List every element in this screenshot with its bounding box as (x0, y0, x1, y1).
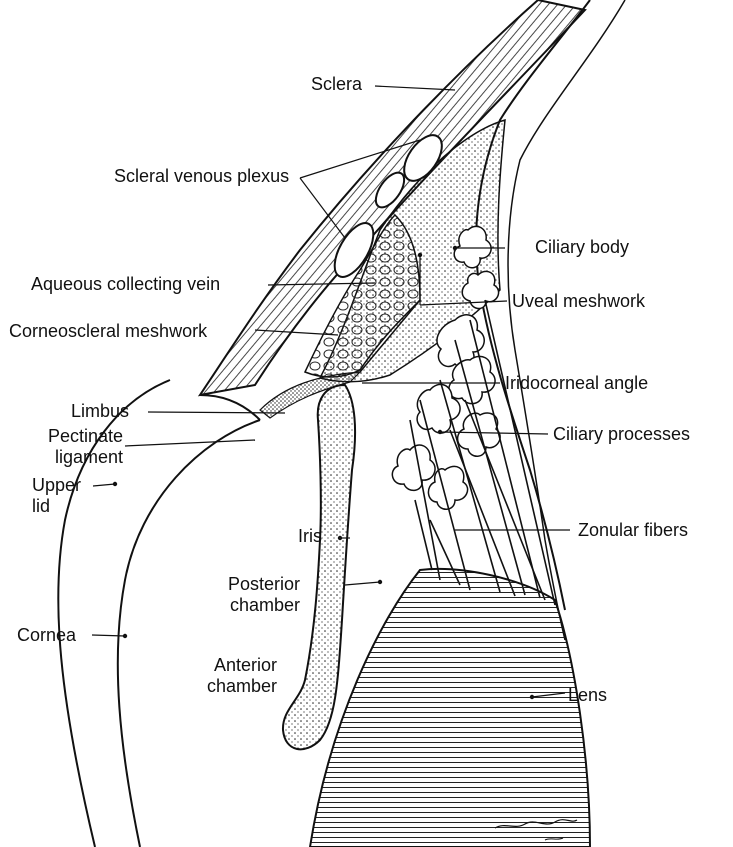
label-corneoscleral-meshwork: Corneoscleral meshwork (9, 321, 207, 342)
label-sclera: Sclera (311, 74, 362, 95)
iris-shape (283, 385, 355, 749)
sclera-inner-edge (508, 0, 625, 640)
label-limbus: Limbus (71, 401, 129, 422)
label-aqueous-collecting-vein: Aqueous collecting vein (31, 274, 220, 295)
lens-shape (310, 569, 590, 847)
label-posterior-chamber: Posterior chamber (200, 574, 300, 616)
cornea-sclera-junction (200, 395, 260, 420)
label-scleral-venous-plexus: Scleral venous plexus (114, 166, 289, 187)
label-ciliary-body: Ciliary body (535, 237, 629, 258)
label-lens: Lens (568, 685, 607, 706)
label-cornea: Cornea (17, 625, 76, 646)
label-uveal-meshwork: Uveal meshwork (512, 291, 645, 312)
label-iridocorneal-angle: Iridocorneal angle (505, 373, 648, 394)
label-anterior-chamber: Anterior chamber (185, 655, 277, 697)
label-zonular-fibers: Zonular fibers (578, 520, 688, 541)
label-iris: Iris (298, 526, 322, 547)
cornea-arc (118, 420, 260, 847)
label-pectinate-ligament: Pectinate ligament (21, 426, 123, 468)
label-upper-lid: Upper lid (32, 475, 81, 517)
label-ciliary-processes: Ciliary processes (553, 424, 690, 445)
